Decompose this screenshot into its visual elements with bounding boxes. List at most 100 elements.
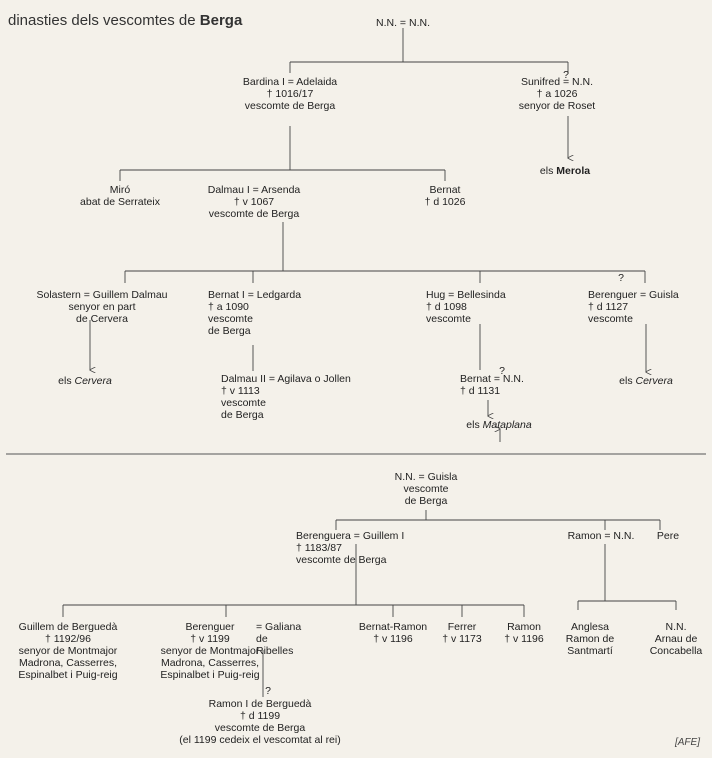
person-line: † v 1067 [234, 196, 274, 208]
person-line: vescomte de Berga [209, 208, 300, 220]
person-line: els Merola [540, 165, 590, 177]
person-line: Dalmau II = Agilava o Jollen [221, 373, 351, 385]
person-line: vescomte [221, 397, 266, 409]
person-cervera1: els Cervera [58, 375, 112, 387]
person-line: † 1183/87 [296, 542, 342, 554]
person-line: Bernat = N.N. [460, 373, 524, 385]
lineage-name: Cervera [635, 375, 673, 387]
person-line: (el 1199 cedeix el vescomtat al rei) [179, 734, 340, 746]
person-line: † d 1199 [240, 710, 280, 722]
person-line: † 1016/17 [267, 88, 314, 100]
person-line: vescomte de Berga [245, 100, 336, 112]
person-line: N.N. [666, 621, 687, 633]
lineage-name: Mataplana [483, 419, 532, 431]
title-prefix: dinasties dels vescomtes de [8, 12, 200, 29]
person-line: Arnau de [655, 633, 698, 645]
uncertain-mark-berenguer-guisla: ? [618, 272, 624, 284]
person-line: Bernat [430, 184, 461, 196]
person-bernat-nn: Bernat = N.N.† d 1131 [460, 373, 524, 397]
person-line: vescomte [426, 313, 471, 325]
person-line: senyor en part [68, 301, 135, 313]
title-bold: Berga [199, 12, 243, 29]
person-line: senyor de Montmajor [19, 645, 118, 657]
person-line: † v 1173 [442, 633, 482, 645]
lineage-name: Cervera [74, 375, 112, 387]
connectors-bottom [62, 510, 677, 697]
person-line: N.N. = N.N. [376, 17, 430, 29]
person-line: Ramon = N.N. [568, 530, 635, 542]
person-line: † v 1199 [190, 633, 230, 645]
person-line: † d 1026 [425, 196, 466, 208]
person-line: de [256, 633, 268, 645]
person-line: Ramon de [566, 633, 615, 645]
person-line: † v 1196 [373, 633, 413, 645]
person-line: els Mataplana [466, 419, 532, 431]
person-line: Bardina I = Adelaida [243, 76, 337, 88]
person-line: † a 1090 [208, 301, 249, 313]
person-line: Ramon I de Berguedà [209, 698, 312, 710]
person-line: Anglesa [571, 621, 609, 633]
persons: N.N. = N.N. Bardina I = Adelaida† 1016/17… [18, 17, 702, 746]
person-line: † d 1098 [426, 301, 467, 313]
person-line: Miró [110, 184, 131, 196]
person-line: † d 1127 [588, 301, 628, 313]
person-line: Pere [657, 530, 679, 542]
person-pere: Pere [657, 530, 679, 542]
person-line: vescomte [404, 483, 449, 495]
credit: [AFE] [674, 737, 700, 748]
person-ferrer: Ferrer† v 1173 [442, 621, 482, 645]
person-cervera2: els Cervera [619, 375, 673, 387]
person-line: de Berga [221, 409, 264, 421]
person-line: senyor de Roset [519, 100, 596, 112]
person-line: abat de Serrateix [80, 196, 161, 208]
person-line: senyor de Montmajor [161, 645, 260, 657]
person-ramon-nn: Ramon = N.N. [568, 530, 635, 542]
person-line: Bernat-Ramon [359, 621, 427, 633]
uncertain-mark-sunifred: ? [563, 69, 569, 81]
person-line: Solastern = Guillem Dalmau [36, 289, 167, 301]
person-line: Ribelles [256, 645, 293, 657]
uncertain-mark-bernat-nn: ? [499, 365, 505, 377]
person-line: vescomte [208, 313, 253, 325]
lineage-name: Merola [556, 165, 590, 177]
person-line: de Berga [405, 495, 448, 507]
person-line: † v 1113 [221, 385, 260, 397]
person-line: Madrona, Casserres, [19, 657, 117, 669]
person-bernat-d1026: Bernat† d 1026 [425, 184, 466, 208]
person-line: Hug = Bellesinda [426, 289, 506, 301]
lineage-prefix: els [619, 375, 635, 387]
person-line: vescomte [588, 313, 633, 325]
person-ramon-v1196: Ramon† v 1196 [504, 621, 544, 645]
person-line: vescomte de Berga [215, 722, 306, 734]
person-line: Ramon [507, 621, 541, 633]
person-line: Bernat I = Ledgarda [208, 289, 301, 301]
person-line: Dalmau I = Arsenda [208, 184, 301, 196]
person-bernat-ramon: Bernat-Ramon† v 1196 [359, 621, 427, 645]
person-line: Berenguera = Guillem I [296, 530, 404, 542]
uncertain-mark-ramon-bergueda: ? [265, 685, 271, 697]
person-line: Ferrer [448, 621, 477, 633]
person-line: N.N. = Guisla [395, 471, 458, 483]
person-line: els Cervera [58, 375, 112, 387]
person-merola: els Merola [540, 165, 590, 177]
person-line: † v 1196 [504, 633, 544, 645]
person-line: Concabella [650, 645, 703, 657]
connectors-top [90, 28, 646, 442]
person-line: Berenguer [185, 621, 235, 633]
person-line: vescomte de Berga [296, 554, 387, 566]
person-mataplana: els Mataplana [466, 419, 532, 431]
person-line: † 1192/96 [45, 633, 91, 645]
